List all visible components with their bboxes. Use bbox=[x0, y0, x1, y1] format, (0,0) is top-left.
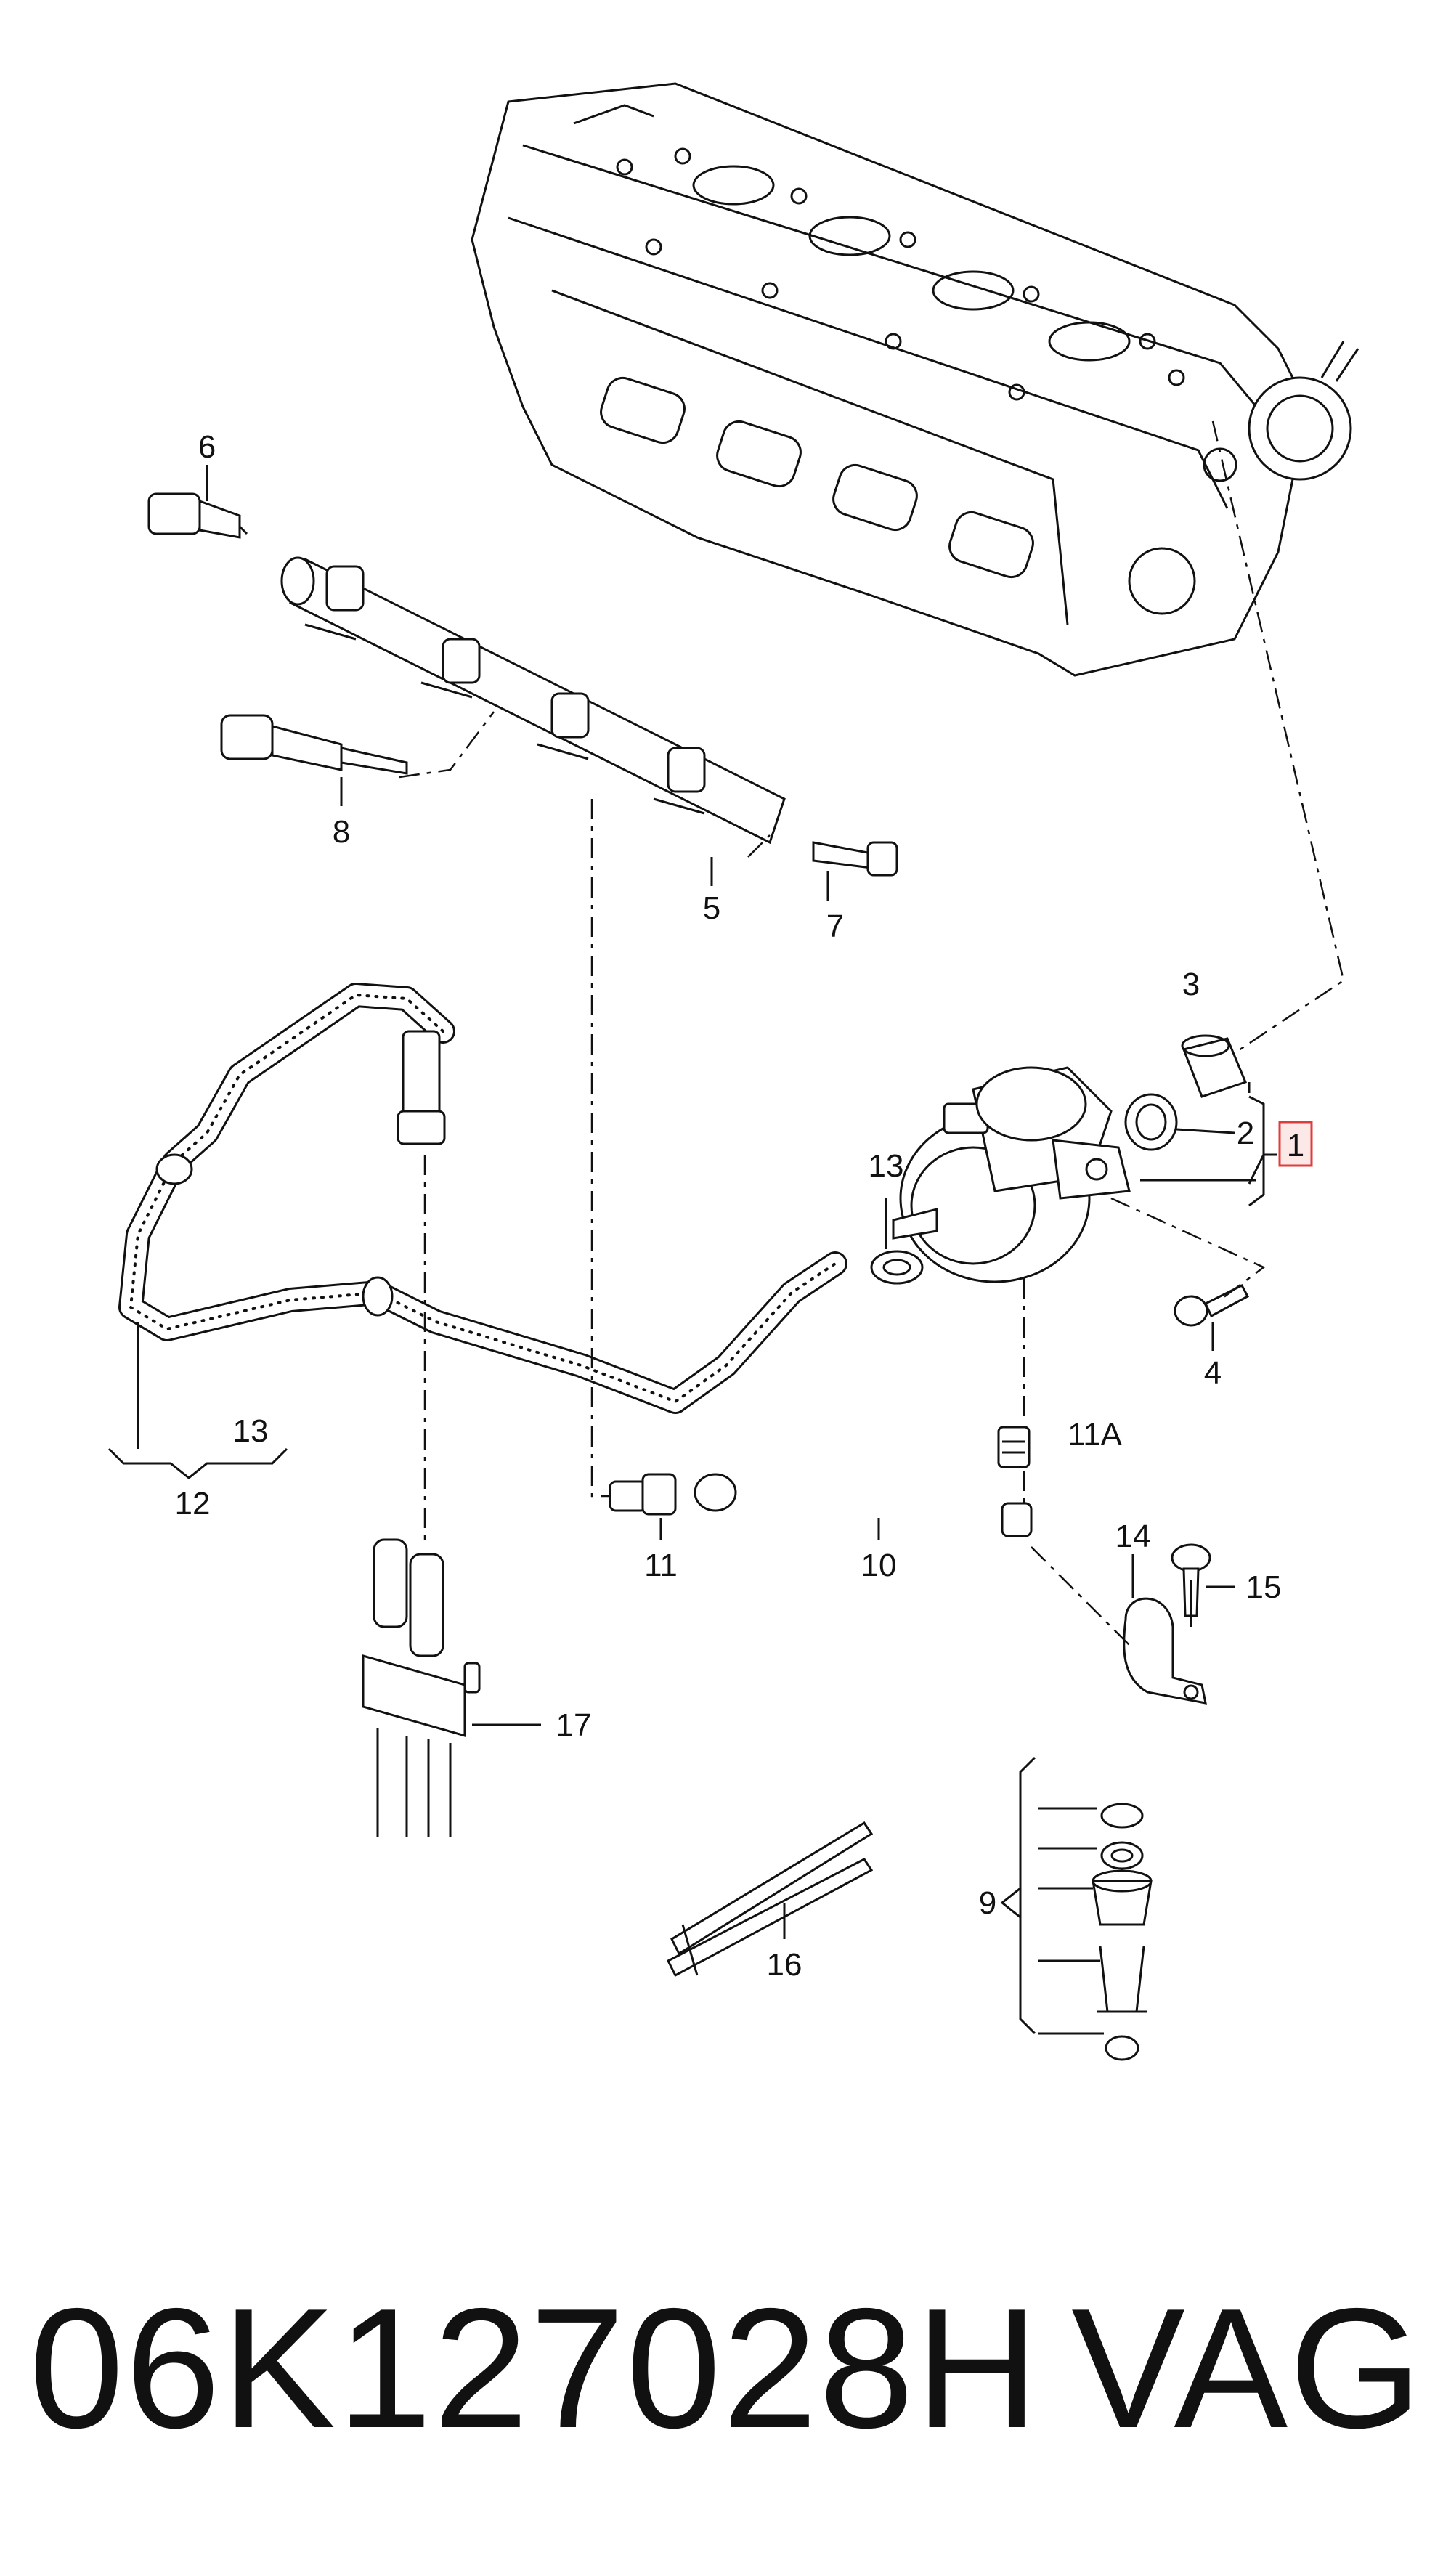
pressure-sensor bbox=[147, 492, 248, 539]
repair-kit bbox=[1092, 1803, 1153, 2061]
roller-tappet bbox=[1181, 1034, 1248, 1098]
pump-bolt bbox=[1174, 1284, 1250, 1327]
part-number-caption: 06K127028H VAG bbox=[29, 2272, 1423, 2463]
seal-ring bbox=[1124, 1093, 1178, 1151]
cylinder-head bbox=[471, 82, 1359, 677]
high-pressure-pump bbox=[892, 1066, 1131, 1283]
callout-8: 8 bbox=[333, 814, 350, 850]
callout-11a: 11A bbox=[1068, 1417, 1123, 1452]
hose-connector bbox=[362, 1538, 481, 1837]
fuel-hose bbox=[118, 983, 847, 1414]
callout-7: 7 bbox=[826, 909, 844, 944]
callout-6: 6 bbox=[198, 429, 216, 465]
callout-14: 14 bbox=[1115, 1519, 1151, 1554]
callout-5: 5 bbox=[703, 890, 720, 926]
callout-10: 10 bbox=[861, 1548, 897, 1583]
fuel-rail bbox=[280, 556, 786, 845]
cable-tie bbox=[666, 1821, 874, 1978]
callout-1: 1 bbox=[1287, 1128, 1304, 1163]
hose-clamp bbox=[870, 1250, 924, 1285]
callout-13-hose: 13 bbox=[233, 1413, 269, 1449]
brand-name: VAG bbox=[1071, 2272, 1423, 2463]
callout-3: 3 bbox=[1182, 967, 1200, 1002]
callout-15: 15 bbox=[1246, 1569, 1282, 1605]
callout-16: 16 bbox=[767, 1947, 802, 1983]
injector bbox=[220, 714, 408, 775]
union-nut bbox=[997, 1426, 1031, 1468]
bolt bbox=[812, 841, 898, 877]
callout-11: 11 bbox=[644, 1548, 678, 1583]
callout-13-pump: 13 bbox=[869, 1148, 904, 1184]
callout-17: 17 bbox=[556, 1707, 592, 1743]
leader-lines bbox=[107, 420, 1345, 2035]
pipe-union bbox=[609, 1473, 677, 1516]
callout-2: 2 bbox=[1237, 1116, 1254, 1151]
callout-4: 4 bbox=[1204, 1355, 1222, 1391]
bracket-screw bbox=[1171, 1543, 1211, 1617]
pipe-bracket bbox=[1123, 1597, 1207, 1705]
part-number: 06K127028H bbox=[29, 2272, 1041, 2463]
pressure-pipe bbox=[694, 1473, 1033, 1640]
callout-12: 12 bbox=[175, 1486, 211, 1521]
callout-9: 9 bbox=[979, 1885, 996, 1921]
callout-1-highlight bbox=[1278, 1121, 1313, 1167]
